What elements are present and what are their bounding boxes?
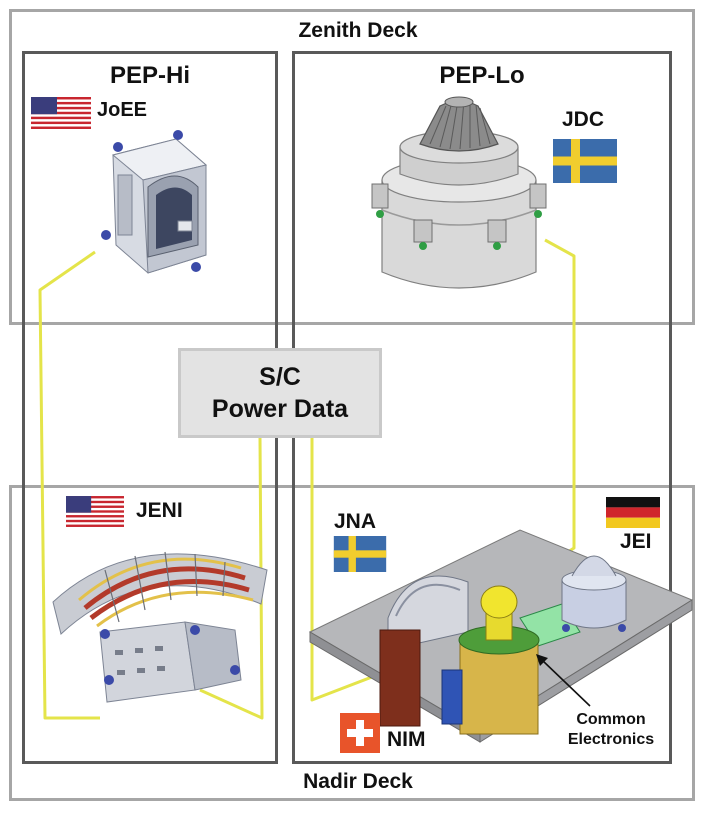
nadir-deck-title: Nadir Deck — [303, 770, 413, 793]
jna-label: JNA — [334, 510, 377, 533]
sc-label: S/C — [259, 363, 301, 391]
germany-flag-icon — [606, 497, 660, 528]
joee-label: JoEE — [97, 99, 148, 121]
nim-label: NIM — [387, 728, 426, 751]
nadir-deck-frame — [9, 485, 695, 801]
cable-nim — [310, 438, 386, 702]
spacecraft-power-data-box: S/C Power Data — [178, 348, 382, 438]
jeni-instrument-image — [52, 551, 268, 703]
sweden-flag-icon — [333, 536, 387, 572]
zenith-deck-title: Zenith Deck — [298, 19, 418, 42]
jeni-label: JENI — [136, 499, 183, 522]
joee-instrument-image — [101, 130, 208, 274]
usa-flag-icon — [66, 496, 124, 527]
common-electronics-label: Common Electronics — [556, 710, 666, 750]
pep-lo-title: PEP-Lo — [439, 62, 525, 89]
common-label: Common — [576, 711, 646, 728]
cable-pep-hi — [38, 250, 100, 720]
sweden-flag-icon — [553, 139, 617, 183]
jei-label: JEI — [620, 530, 652, 553]
jna-nim-jei-assembly-image — [308, 529, 694, 743]
power-data-label: Power Data — [211, 395, 349, 423]
pep-hi-title: PEP-Hi — [109, 62, 190, 89]
jdc-instrument-image — [371, 96, 547, 289]
usa-flag-icon — [31, 97, 91, 129]
jdc-label: JDC — [562, 108, 605, 131]
common-electronics-arrow — [536, 654, 591, 707]
zenith-deck-frame — [9, 9, 695, 325]
electronics-label: Electronics — [567, 731, 655, 748]
switzerland-flag-icon — [340, 713, 380, 753]
cable-jeni — [199, 437, 264, 720]
